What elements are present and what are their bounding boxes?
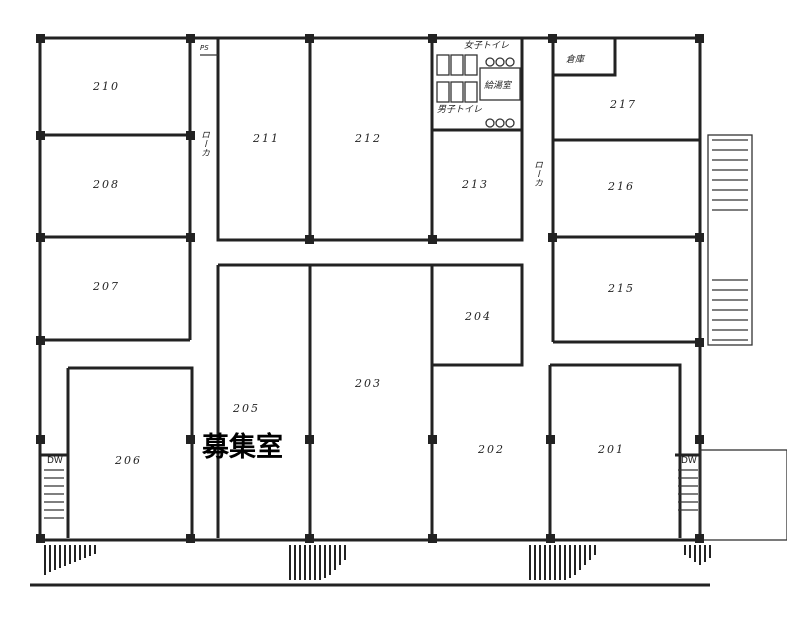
room-203: 203: [354, 377, 382, 390]
vacancy-label: 募集室: [201, 431, 283, 463]
room-213: 213: [461, 178, 489, 191]
mens-toilet-label: 男子トイレ: [437, 104, 482, 115]
outer-walls: [30, 36, 787, 587]
room-201: 201: [597, 443, 625, 456]
dw-right-label: DW: [681, 456, 697, 466]
corridor-left-label: ローカ: [199, 130, 209, 157]
interior-walls: [40, 38, 700, 538]
room-217: 217: [609, 98, 637, 111]
staircase-left: [44, 469, 64, 519]
womens-toilet-label: 女子トイレ: [464, 40, 509, 51]
storage-label: 倉庫: [566, 54, 586, 65]
staircase-right-dw: [678, 469, 698, 511]
kitchenette-label: 給湯室: [484, 80, 513, 91]
room-206: 206: [114, 454, 142, 467]
room-204: 204: [464, 310, 492, 323]
dw-left-label: DW: [47, 456, 63, 466]
room-202: 202: [477, 443, 505, 456]
staircase-right: [707, 134, 753, 346]
balcony-hatching: [44, 545, 711, 580]
toilet-fixtures: [436, 54, 521, 128]
room-212: 212: [354, 132, 382, 145]
room-215: 215: [607, 282, 635, 295]
columns: [36, 34, 704, 543]
room-208: 208: [92, 178, 120, 191]
room-216: 216: [607, 180, 635, 193]
corridor-right-label: ローカ: [532, 160, 542, 187]
room-210: 210: [92, 80, 120, 93]
room-211: 211: [252, 132, 280, 145]
room-207: 207: [92, 280, 120, 293]
shaft-label: PS: [200, 44, 209, 52]
room-205: 205: [232, 402, 260, 415]
